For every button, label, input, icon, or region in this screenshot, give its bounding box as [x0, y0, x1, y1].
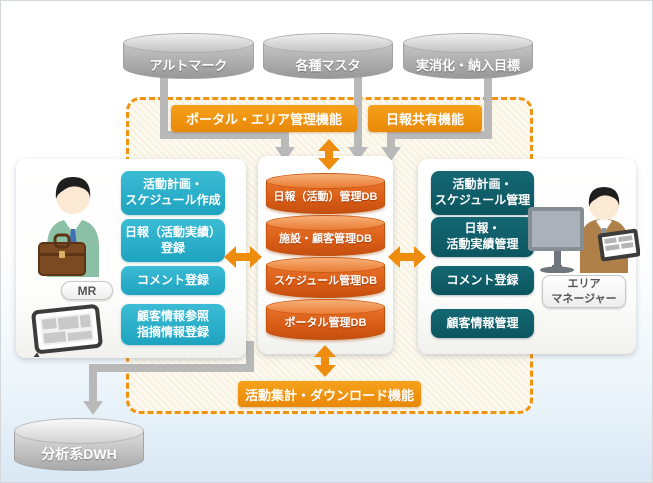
mr-task-plan: 活動計画・ スケジュール作成 — [121, 171, 225, 215]
dwh-label: 分析系DWH — [41, 446, 117, 462]
source-cylinder-altmark: アルトマーク — [123, 33, 254, 79]
function-aggregate-download: 活動集計・ダウンロード機能 — [238, 381, 421, 407]
cylinder-top — [123, 33, 254, 53]
arrow-down-icon — [83, 401, 103, 415]
mr-task-comment: コメント登録 — [121, 266, 225, 295]
cylinder-top — [266, 173, 385, 189]
db-cylinder-portal: ポータル管理DB — [266, 299, 385, 340]
db-label: 日報（活動）管理DB — [273, 191, 378, 203]
mr-task-report: 日報（活動実績） 登録 — [121, 219, 225, 262]
source-label: 実消化・納入目標 — [415, 58, 520, 73]
cylinder-top — [14, 418, 144, 444]
mr-task-customer: 顧客情報参照 指摘情報登録 — [121, 304, 225, 345]
function-portal-area: ポータル・エリア管理機能 — [171, 105, 357, 132]
source-cylinder-target: 実消化・納入目標 — [403, 33, 533, 79]
source-label: 各種マスタ — [295, 58, 361, 73]
cylinder-top — [266, 299, 385, 315]
db-label: ポータル管理DB — [284, 317, 367, 329]
source-cylinder-master: 各種マスタ — [263, 33, 393, 79]
manager-task-customer: 顧客情報管理 — [431, 309, 534, 338]
area-manager-person-icon — [528, 187, 640, 273]
db-cylinder-schedule: スケジュール管理DB — [266, 257, 385, 298]
cylinder-top — [403, 33, 533, 53]
cylinder-top — [266, 257, 385, 273]
cylinder-top — [263, 33, 393, 53]
cylinder-top — [266, 215, 385, 231]
db-label: スケジュール管理DB — [273, 275, 378, 287]
db-cylinder-facility: 施設・顧客管理DB — [266, 215, 385, 256]
db-label: 施設・顧客管理DB — [279, 233, 372, 245]
mr-role-pill: MR — [61, 281, 113, 300]
function-report-share: 日報共有機能 — [368, 105, 482, 132]
dwh-cylinder: 分析系DWH — [14, 418, 144, 471]
manager-task-report: 日報・ 活動実績管理 — [431, 217, 534, 257]
tablet-icon — [31, 304, 103, 357]
manager-task-comment: コメント登録 — [431, 266, 534, 295]
area-manager-role-pill: エリア マネージャー — [542, 275, 626, 308]
mr-person-icon — [38, 177, 99, 277]
db-cylinder-report: 日報（活動）管理DB — [266, 173, 385, 214]
manager-task-plan: 活動計画・ スケジュール管理 — [431, 171, 534, 215]
source-label: アルトマーク — [149, 58, 228, 73]
